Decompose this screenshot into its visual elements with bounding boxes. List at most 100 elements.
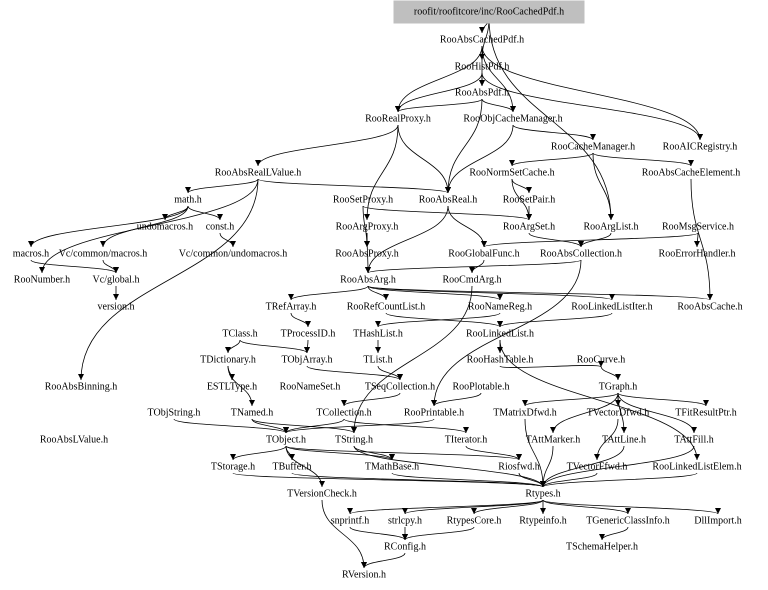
node-roosetpair-h[interactable]: RooSetPair.h [503,194,556,205]
node-roolinkedlist-h[interactable]: RooLinkedList.h [466,328,534,339]
node-rversion-h[interactable]: RVersion.h [342,569,386,580]
arrowhead [691,427,697,433]
node-tgraph-h[interactable]: TGraph.h [599,381,638,392]
node-label: RtypesCore.h [447,515,502,526]
node-roorefcountlist-h[interactable]: RooRefCountList.h [347,301,426,312]
node-vc-global-h[interactable]: Vc/global.h [93,274,140,285]
node-rooaicregistry-h[interactable]: RooAICRegistry.h [663,141,738,152]
node-tversioncheck-h[interactable]: TVersionCheck.h [287,488,357,499]
node-roohistpdf-h[interactable]: RooHistPdf.h [455,61,510,72]
node-roohashtable-h[interactable]: RooHashTable.h [467,354,534,365]
node-roonamereg-h[interactable]: RooNameReg.h [468,301,532,312]
node-label: THashList.h [353,328,403,339]
node-tattmarker-h[interactable]: TAttMarker.h [526,434,580,445]
node-tmathbase-h[interactable]: TMathBase.h [365,461,419,472]
arrowhead [283,427,289,433]
node-rooabsproxy-h[interactable]: RooAbsProxy.h [335,248,399,259]
node-version-h[interactable]: version.h [98,301,135,312]
node-tstring-h[interactable]: TString.h [335,434,373,445]
node-roonormsetcache-h[interactable]: RooNormSetCache.h [469,167,554,178]
node-roolinkedlistiter-h[interactable]: RooLinkedListIter.h [571,301,652,312]
node-tbuffer-h[interactable]: TBuffer.h [273,461,312,472]
node-vc-common-undomacros-h[interactable]: Vc/common/undomacros.h [179,248,288,259]
node-rooabsreal-h[interactable]: RooAbsReal.h [419,194,478,205]
node-roocurve-h[interactable]: RooCurve.h [577,354,626,365]
node-rooabscollection-h[interactable]: RooAbsCollection.h [540,248,622,259]
node-roofit-roofitcore-inc-roocachedpdf-h[interactable]: roofit/roofitcore/inc/RooCachedPdf.h [393,0,585,24]
node-roonumber-h[interactable]: RooNumber.h [14,274,70,285]
node-rooplotable-h[interactable]: RooPlotable.h [453,381,510,392]
node-rooabspdf-h[interactable]: RooAbsPdf.h [455,87,509,98]
node-tgenericclassinfo-h[interactable]: TGenericClassInfo.h [586,515,670,526]
arrowhead [497,321,503,327]
node-rooglobalfunc-h[interactable]: RooGlobalFunc.h [448,248,519,259]
node-rooabscache-h[interactable]: RooAbsCache.h [677,301,742,312]
node-rooabsbinning-h[interactable]: RooAbsBinning.h [45,381,118,392]
node-label: RooSetProxy.h [333,194,393,205]
node-tattfill-h[interactable]: TAttFill.h [674,434,713,445]
node-estltype-h[interactable]: ESTLType.h [207,381,257,392]
node-titerator-h[interactable]: TIterator.h [445,434,487,445]
node-rooabscacheelement-h[interactable]: RooAbsCacheElement.h [642,167,741,178]
node-tmatrixdfwd-h[interactable]: TMatrixDfwd.h [493,407,557,418]
node-roocachemanager-h[interactable]: RooCacheManager.h [551,141,635,152]
node-tvectorffwd-h[interactable]: TVectorFfwd.h [567,461,628,472]
node-rconfig-h[interactable]: RConfig.h [384,541,426,552]
node-tfitresultptr-h[interactable]: TFitResultPtr.h [675,407,736,418]
node-macros-h[interactable]: macros.h [13,248,49,259]
node-tdictionary-h[interactable]: TDictionary.h [200,354,256,365]
arrowhead [100,241,106,247]
node-snprintf-h[interactable]: snprintf.h [331,515,370,526]
node-roocmdarg-h[interactable]: RooCmdArg.h [443,274,502,285]
node-tobjarray-h[interactable]: TObjArray.h [281,354,332,365]
node-rooerrorhandler-h[interactable]: RooErrorHandler.h [659,248,736,259]
node-label: RooMsgService.h [662,221,734,232]
edge-tobjarray-h-to-tseqcollection-h [306,365,401,381]
node-rooabsarg-h[interactable]: RooAbsArg.h [340,274,396,285]
arrowhead [185,187,191,193]
node-vc-common-macros-h[interactable]: Vc/common/macros.h [59,248,148,259]
node-roolinkedlistelem-h[interactable]: RooLinkedListElem.h [652,461,741,472]
node-rooprintable-h[interactable]: RooPrintable.h [404,407,464,418]
node-tstorage-h[interactable]: TStorage.h [211,461,255,472]
node-rtypeinfo-h[interactable]: Rtypeinfo.h [519,515,567,526]
node-dllimport-h[interactable]: DllImport.h [694,515,742,526]
node-tschemahelper-h[interactable]: TSchemaHelper.h [566,541,638,552]
node-tseqcollection-h[interactable]: TSeqCollection.h [365,381,435,392]
arrowhead [389,454,395,460]
node-roonameset-h[interactable]: RooNameSet.h [280,381,341,392]
node-roomsgservice-h[interactable]: RooMsgService.h [662,221,734,232]
node-riosfwd-h[interactable]: Riosfwd.h [498,461,539,472]
node-tattline-h[interactable]: TAttLine.h [602,434,646,445]
node-undomacros-h[interactable]: undomacros.h [137,221,193,232]
node-tcollection-h[interactable]: TCollection.h [316,407,371,418]
node-tobject-h[interactable]: TObject.h [266,434,306,445]
node-rtypes-h[interactable]: Rtypes.h [525,488,560,499]
node-rtypescore-h[interactable]: RtypesCore.h [447,515,502,526]
node-roorealproxy-h[interactable]: RooRealProxy.h [365,113,431,124]
node-math-h[interactable]: math.h [174,194,202,205]
node-roosetproxy-h[interactable]: RooSetProxy.h [333,194,393,205]
edge-rtypes-h-to-tgenericclassinfo-h [542,499,629,515]
node-const-h[interactable]: const.h [206,221,235,232]
node-strlcpy-h[interactable]: strlcpy.h [388,515,422,526]
node-tnamed-h[interactable]: TNamed.h [231,407,274,418]
node-thashlist-h[interactable]: THashList.h [353,328,403,339]
node-tlist-h[interactable]: TList.h [363,354,392,365]
node-rooobjcachemanager-h[interactable]: RooObjCacheManager.h [463,113,562,124]
node-rooargset-h[interactable]: RooArgSet.h [503,221,555,232]
node-rooarglist-h[interactable]: RooArgList.h [583,221,638,232]
node-rooargproxy-h[interactable]: RooArgProxy.h [336,221,399,232]
node-trefarray-h[interactable]: TRefArray.h [266,301,317,312]
node-tprocessid-h[interactable]: TProcessID.h [281,328,336,339]
node-tclass-h[interactable]: TClass.h [222,328,257,339]
node-tvectordfwd-h[interactable]: TVectorDfwd.h [587,407,649,418]
node-rooabscachedpdf-h[interactable]: RooAbsCachedPdf.h [440,34,524,45]
arrowhead [375,347,381,353]
arrowhead [522,400,528,406]
node-rooabslvalue-h[interactable]: RooAbsLValue.h [40,434,108,445]
node-tobjstring-h[interactable]: TObjString.h [148,407,201,418]
node-rooabsreallvalue-h[interactable]: RooAbsRealLValue.h [215,167,302,178]
node-label: TAttLine.h [602,434,646,445]
